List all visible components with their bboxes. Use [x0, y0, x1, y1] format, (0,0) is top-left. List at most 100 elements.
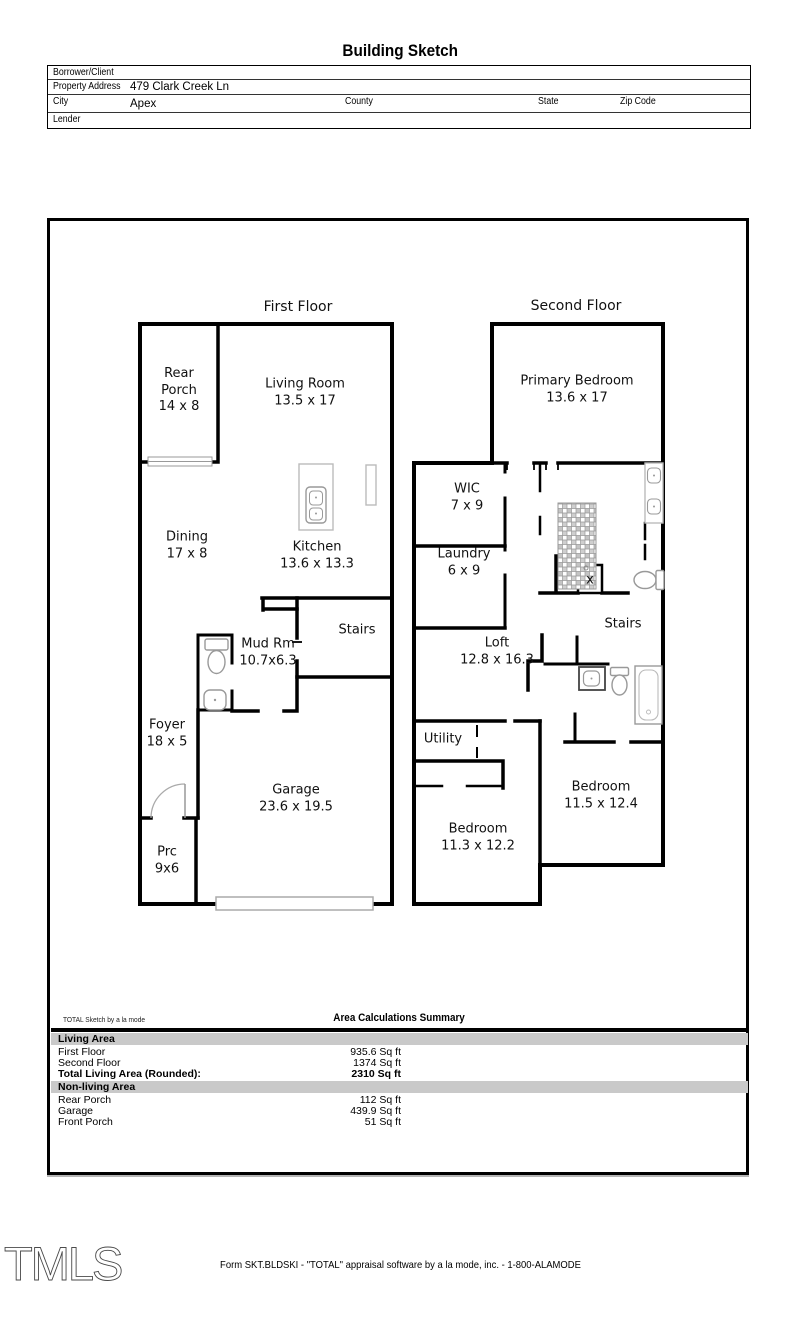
summary-row-rear-porch: Rear Porch 112 Sq ft — [51, 1095, 748, 1106]
room-name: Primary Bedroom — [520, 373, 634, 389]
room-label-utility: Utility — [424, 732, 462, 749]
kitchen-counter-icon — [365, 464, 377, 506]
page-title-text: Building Sketch — [342, 41, 458, 60]
room-dims: 14 x 8 — [158, 399, 200, 415]
room-name: Rear Porch — [161, 366, 197, 398]
stairs-walls-second — [526, 633, 544, 692]
toilet-icon — [609, 666, 630, 696]
form-row-lender: Lender — [48, 113, 750, 127]
room-dims: 13.6 x 13.3 — [280, 556, 354, 571]
room-name: Loft — [484, 635, 510, 651]
borrower-client-label: Borrower/Client — [53, 67, 114, 78]
room-dims: 13.6 x 17 — [546, 390, 608, 405]
room-label-kitchen: Kitchen 13.6 x 13.3 — [280, 539, 354, 572]
total-sketch-branding: TOTAL Sketch by a la mode — [63, 1015, 146, 1024]
first-floor-title: First Floor — [263, 299, 333, 315]
kitchen-island-icon — [298, 463, 334, 531]
section-header-non-living-area: Non-living Area — [51, 1081, 748, 1093]
room-label-garage: Garage 23.6 x 19.5 — [259, 782, 333, 815]
property-id-form: Borrower/Client Property Address 479 Cla… — [47, 65, 751, 129]
tmls-watermark-text: TMLS — [4, 1237, 122, 1290]
room-dims: 7 x 9 — [450, 498, 484, 513]
room-dims: 11.3 x 12.2 — [441, 838, 515, 853]
room-name: Utility — [423, 731, 463, 747]
toilet-icon — [204, 638, 229, 675]
garage-door-icon — [215, 896, 374, 911]
room-dims: 23.6 x 19.5 — [259, 799, 333, 814]
utility-walls — [412, 719, 542, 790]
row-label: Rear Porch — [58, 1094, 112, 1106]
city-value: Apex — [130, 98, 157, 110]
room-label-laundry: Laundry 6 x 9 — [438, 546, 491, 579]
primary-bath-walls — [538, 554, 630, 595]
kitchen-walls — [260, 596, 394, 612]
bathtub-icon — [634, 665, 663, 725]
room-dims: 18 x 5 — [146, 734, 188, 749]
row-label: First Floor — [58, 1046, 106, 1058]
room-dims: 17 x 8 — [166, 546, 208, 561]
room-dims: 6 x 9 — [447, 563, 481, 578]
second-floor-title: Second Floor — [530, 298, 622, 314]
room-label-stairs-first: Stairs — [338, 623, 375, 640]
room-label-prc: Prc 9x6 — [155, 844, 179, 877]
form-row-city: City Apex County State Zip Code — [48, 95, 750, 113]
mudroom-hall-walls — [230, 675, 299, 713]
section-header-living-area: Living Area — [51, 1033, 748, 1045]
room-name: Garage — [272, 782, 320, 798]
room-dims: 10.7x6.3 — [239, 653, 297, 668]
form-row-property-address: Property Address 479 Clark Creek Ln — [48, 80, 750, 95]
room-label-living-room: Living Room 13.5 x 17 — [265, 376, 345, 409]
room-label-bedroom-b: Bedroom 11.5 x 12.4 — [564, 779, 638, 812]
summary-row-garage: Garage 439.9 Sq ft — [51, 1106, 748, 1117]
room-label-primary-bedroom: Primary Bedroom 13.6 x 17 — [520, 373, 633, 406]
room-label-wic: WIC 7 x 9 — [451, 481, 484, 514]
room-name: Prc — [157, 844, 177, 860]
row-value: 935.6 Sq ft — [350, 1046, 401, 1058]
room-name: Living Room — [265, 376, 345, 392]
shower-icon — [557, 502, 597, 590]
toilet-icon — [633, 569, 665, 591]
stairs-walls-first — [295, 596, 394, 679]
page-title: Building Sketch — [0, 41, 800, 61]
room-name: Bedroom — [448, 821, 508, 837]
hall-bath-walls — [543, 635, 610, 744]
room-dims: 11.5 x 12.4 — [564, 796, 638, 811]
city-label: City — [53, 96, 69, 107]
form-footer-text: Form SKT.BLDSKI - "TOTAL" appraisal soft… — [219, 1259, 581, 1271]
front-porch-walls — [138, 816, 200, 906]
first-floor-plan — [138, 322, 394, 911]
area-calculations-summary: TOTAL Sketch by a la mode Area Calculati… — [51, 1005, 748, 1135]
summary-row-first-floor: First Floor 935.6 Sq ft — [51, 1047, 748, 1058]
room-label-foyer: Foyer 18 x 5 — [147, 717, 188, 750]
room-label-loft: Loft 12.8 x 16.3 — [460, 635, 534, 668]
tmls-watermark-logo: TMLS — [4, 1237, 125, 1291]
room-dims: 12.8 x 16.3 — [460, 652, 534, 667]
sink-icon — [203, 689, 227, 711]
porch-window-icon — [147, 456, 213, 467]
row-value: 2310 Sq ft — [351, 1068, 401, 1080]
state-label: State — [538, 96, 559, 107]
double-vanity-icon — [644, 462, 664, 524]
room-label-dining: Dining 17 x 8 — [166, 529, 208, 562]
summary-row-second-floor: Second Floor 1374 Sq ft — [51, 1058, 748, 1069]
room-label-bedroom-a: Bedroom 11.3 x 12.2 — [441, 821, 515, 854]
room-label-rear-porch: Rear Porch 14 x 8 — [146, 366, 212, 416]
row-label: Total Living Area (Rounded): — [58, 1068, 201, 1080]
room-label-stairs-second: Stairs — [604, 617, 641, 634]
row-value: 1374 Sq ft — [353, 1057, 401, 1069]
county-label: County — [345, 96, 373, 107]
form-row-borrower: Borrower/Client — [48, 66, 750, 80]
row-value: 439.9 Sq ft — [350, 1105, 401, 1117]
room-name: Laundry — [437, 546, 491, 562]
row-label: Front Porch — [58, 1116, 113, 1128]
door-arc-icon — [150, 783, 186, 819]
row-label: Second Floor — [58, 1057, 121, 1069]
wic-laundry-walls — [412, 544, 507, 630]
summary-divider-bar — [51, 1028, 748, 1032]
row-value: 51 Sq ft — [364, 1116, 401, 1128]
zip-code-label: Zip Code — [620, 96, 656, 107]
sketch-border — [47, 218, 749, 1175]
row-value: 112 Sq ft — [359, 1094, 401, 1106]
sink-icon — [578, 666, 606, 691]
